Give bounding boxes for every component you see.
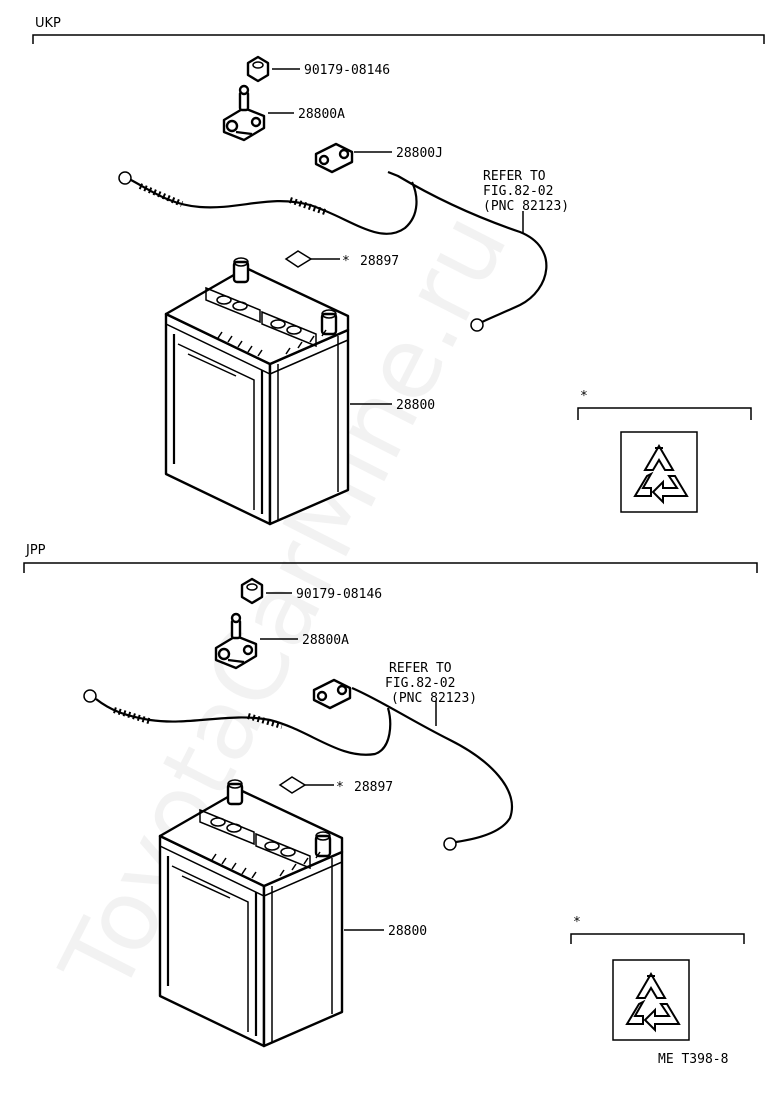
label-asterisk: * (336, 780, 344, 795)
reference-cable: REFER TO FIG.82-02 (PNC 82123) (387, 169, 569, 332)
nut-icon (246, 55, 270, 83)
asterisk-note-marker: * (573, 915, 581, 930)
terminal-clamp-icon (222, 84, 266, 142)
terminal-clamp-j-icon (312, 678, 352, 710)
section-bracket-ukp (32, 34, 765, 44)
refer-text-line2: FIG.82-02 (483, 184, 553, 199)
nut-part-number: 90179-08146 (296, 587, 382, 602)
refer-text-line3: (PNC 82123) (483, 199, 569, 214)
refer-text-line1: REFER TO (483, 169, 546, 184)
figure-code: ME T398-8 (658, 1052, 728, 1067)
recycle-icon (634, 445, 688, 503)
recycle-icon (626, 973, 680, 1031)
nut-icon (240, 577, 264, 605)
reference-cable: REFER TO FIG.82-02 (PNC 82123) (351, 661, 513, 851)
terminal-a-part-number: 28800A (302, 633, 349, 648)
terminal-clamp-j-icon (314, 142, 354, 174)
refer-text-line2: FIG.82-02 (385, 676, 455, 691)
nut-part-number: 90179-08146 (304, 63, 390, 78)
battery-part-number: 28800 (388, 924, 427, 939)
label-sticker-icon (278, 776, 307, 794)
battery-icon (164, 256, 350, 526)
section-ukp: UKP 90179-08146 28800A 28800J REFER TO F… (32, 16, 765, 526)
label-asterisk: * (342, 254, 350, 269)
label-part-number: 28897 (354, 780, 393, 795)
battery-icon (158, 778, 344, 1048)
section-label-ukp: UKP (35, 16, 61, 31)
terminal-j-part-number: 28800J (396, 146, 443, 161)
battery-part-number: 28800 (396, 398, 435, 413)
refer-text-line1: REFER TO (389, 661, 452, 676)
label-part-number: 28897 (360, 254, 399, 269)
negative-cable (118, 171, 418, 235)
section-bracket-jpp (23, 562, 758, 573)
negative-cable (83, 689, 392, 756)
section-jpp: JPP 90179-08146 28800A REFER TO FIG.82-0… (23, 543, 758, 1067)
terminal-a-part-number: 28800A (298, 107, 345, 122)
refer-text-line3: (PNC 82123) (391, 691, 477, 706)
recycle-box (620, 431, 698, 513)
section-label-jpp: JPP (25, 543, 46, 558)
label-sticker-icon (284, 250, 313, 268)
recycle-box (612, 959, 690, 1041)
asterisk-note-marker: * (580, 389, 588, 404)
